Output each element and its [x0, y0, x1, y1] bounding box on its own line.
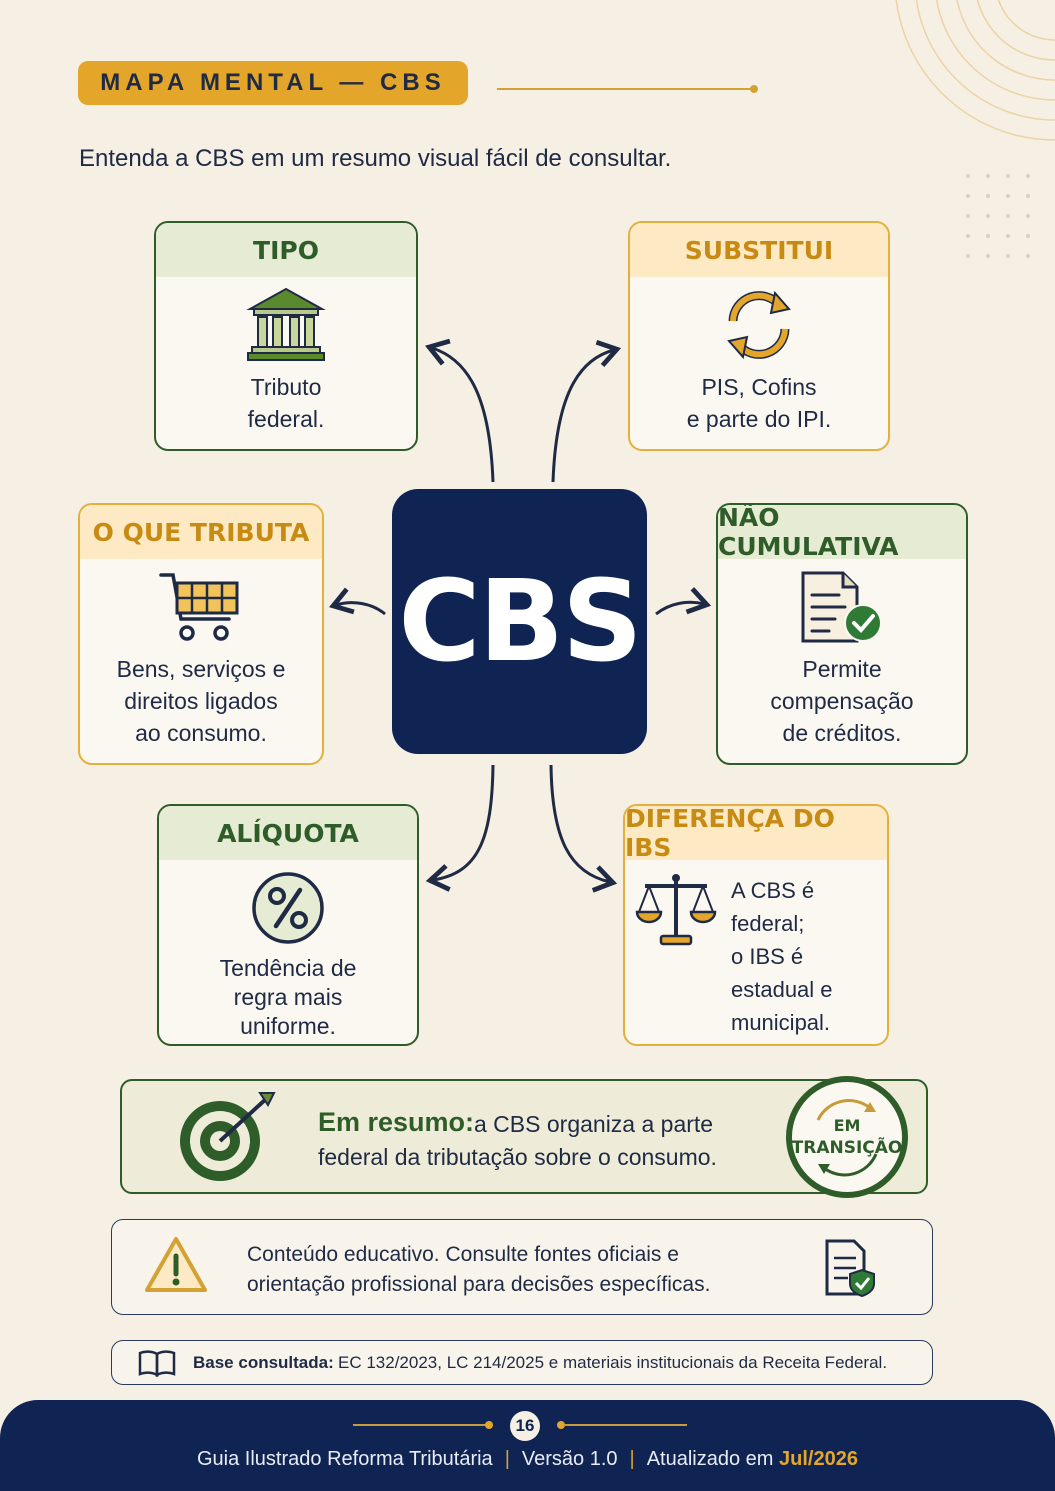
header-divider: [497, 88, 752, 90]
summary-line-2: federal da tributação sobre o consumo.: [318, 1144, 717, 1170]
warning-icon: [144, 1236, 208, 1299]
card-nao-cumulativa: NÃO CUMULATIVA Permite compensação de cr…: [716, 503, 968, 765]
connector-o-que-tributa: [329, 587, 386, 616]
badge-line-2: TRANSIÇÃO: [791, 1138, 903, 1158]
page-number: 16: [510, 1411, 540, 1441]
card-nao-cumulativa-title: NÃO CUMULATIVA: [718, 505, 966, 561]
decorative-dots: [966, 174, 1030, 258]
book-icon: [138, 1349, 176, 1382]
card-substitui: SUBSTITUI PIS, Cofins e parte do IPI.: [628, 221, 890, 451]
header-divider-dot: [750, 85, 758, 93]
footer-version: Versão 1.0: [521, 1448, 618, 1470]
card-o-que-tributa: O QUE TRIBUTA Bens, serviços e direitos …: [78, 503, 324, 765]
card-tipo-text: Tributo federal.: [247, 374, 325, 432]
bank-building-icon: [156, 287, 416, 363]
disclaimer-box: Conteúdo educativo. Consulte fontes ofic…: [111, 1219, 933, 1315]
secure-document-icon: [824, 1238, 876, 1303]
footer-guide: Guia Ilustrado Reforma Tributária: [197, 1448, 493, 1470]
footer-text: Guia Ilustrado Reforma Tributária|Versão…: [197, 1448, 858, 1470]
target-icon: [176, 1091, 276, 1188]
card-substitui-title: SUBSTITUI: [630, 223, 888, 277]
card-nao-cumulativa-text: Permite compensação de créditos.: [770, 656, 914, 746]
card-diferenca-ibs-title: DIFERENÇA DO IBS: [625, 806, 887, 862]
footer-updated-prefix: Atualizado em: [646, 1448, 774, 1470]
scales-icon: [635, 870, 717, 957]
footer-dot-right: [557, 1421, 565, 1429]
footer-line-right: [565, 1424, 687, 1426]
document-check-icon: [718, 569, 966, 645]
shopping-cart-icon: [80, 569, 322, 645]
center-node-cbs: CBS: [392, 489, 647, 754]
connector-substitui: [551, 339, 622, 483]
sources-label: Base consultada:: [193, 1353, 334, 1372]
transition-badge: EM TRANSIÇÃO: [786, 1076, 908, 1198]
connector-diferenca-ibs: [549, 764, 618, 893]
card-substitui-text: PIS, Cofins e parte do IPI.: [686, 374, 832, 432]
connector-aliquota: [425, 764, 495, 892]
card-tipo-title: TIPO: [156, 223, 416, 277]
card-diferenca-ibs: DIFERENÇA DO IBS A CBS é federal; o IBS …: [623, 804, 889, 1046]
card-o-que-tributa-title: O QUE TRIBUTA: [80, 505, 322, 559]
footer-updated-date: Jul/2026: [779, 1448, 858, 1470]
card-aliquota-text: Tendência de regra mais uniforme.: [219, 955, 357, 1039]
percent-icon: [159, 870, 417, 946]
card-aliquota: ALÍQUOTA Tendência de regra mais uniform…: [157, 804, 419, 1046]
connector-tipo: [425, 338, 495, 483]
mindmap-connectors: [329, 338, 712, 893]
footer-dot-left: [485, 1421, 493, 1429]
page-title: MAPA MENTAL — CBS: [78, 61, 468, 105]
disclaimer-text: Conteúdo educativo. Consulte fontes ofic…: [247, 1243, 711, 1296]
footer: 16 Guia Ilustrado Reforma Tributária|Ver…: [0, 1400, 1055, 1491]
connector-nao-cumulativa: [655, 587, 712, 616]
summary-label: Em resumo:: [318, 1107, 475, 1137]
card-tipo: TIPO Tributo federal.: [154, 221, 418, 451]
sources-box: Base consultada: EC 132/2023, LC 214/202…: [111, 1340, 933, 1385]
card-aliquota-title: ALÍQUOTA: [159, 806, 417, 860]
sources-text: EC 132/2023, LC 214/2025 e materiais ins…: [338, 1353, 888, 1372]
refresh-cycle-icon: [630, 287, 888, 363]
cycle-arrows-icon: [816, 1099, 878, 1177]
card-diferenca-ibs-text: A CBS é federal; o IBS é estadual e muni…: [731, 878, 833, 1035]
summary-line-1: a CBS organiza a parte: [474, 1111, 714, 1137]
summary-box: Em resumo: a CBS organiza a parte federa…: [120, 1079, 928, 1194]
card-o-que-tributa-text: Bens, serviços e direitos ligados ao con…: [116, 656, 286, 746]
footer-line-left: [353, 1424, 486, 1426]
page-subtitle: Entenda a CBS em um resumo visual fácil …: [79, 145, 672, 172]
badge-line-1: EM: [833, 1116, 861, 1135]
